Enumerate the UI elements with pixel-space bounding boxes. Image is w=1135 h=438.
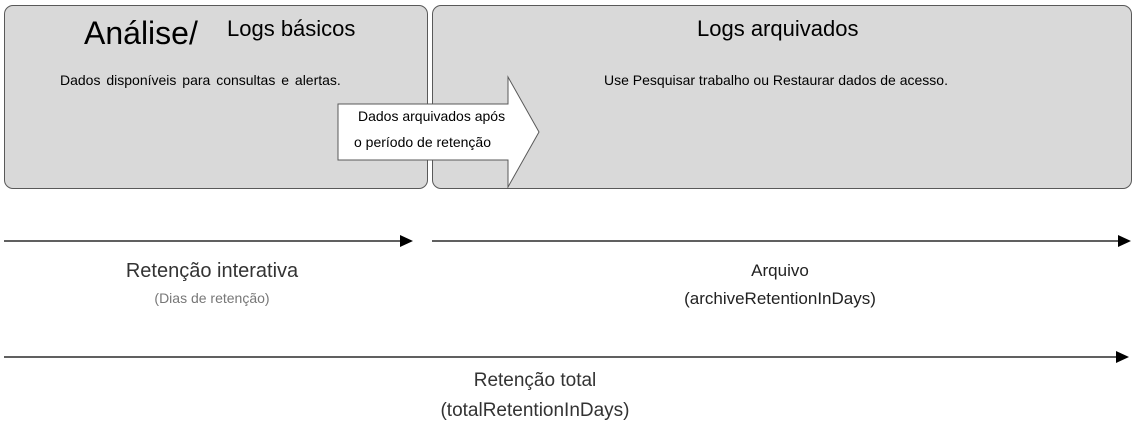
interactive-retention-sublabel: (Dias de retenção) (154, 290, 270, 306)
total-retention-arrowhead (1116, 351, 1129, 363)
basic-logs-description: Dados disponíveis para consultas e alert… (60, 72, 341, 88)
archive-label: Arquivo (751, 261, 809, 280)
callout-text-line2: o período de retenção (354, 134, 491, 150)
analytics-title: Análise/ (84, 15, 198, 51)
interactive-retention-label: Retenção interativa (125, 260, 299, 282)
archive-arrowhead (1118, 235, 1131, 247)
callout-text-line1: Dados arquivados após (358, 108, 506, 124)
basic-logs-title: Logs básicos (227, 16, 356, 41)
interactive-retention-arrowhead (400, 235, 413, 247)
archived-logs-title: Logs arquivados (697, 16, 859, 41)
archive-sublabel: (archiveRetentionInDays) (684, 289, 876, 308)
total-retention-label: Retenção total (473, 370, 597, 391)
archived-logs-box (432, 5, 1132, 189)
archived-logs-description: Use Pesquisar trabalho ou Restaurar dado… (604, 72, 948, 88)
callout-arrow-shape (337, 75, 540, 189)
total-retention-sublabel: (totalRetentionInDays) (440, 400, 630, 421)
